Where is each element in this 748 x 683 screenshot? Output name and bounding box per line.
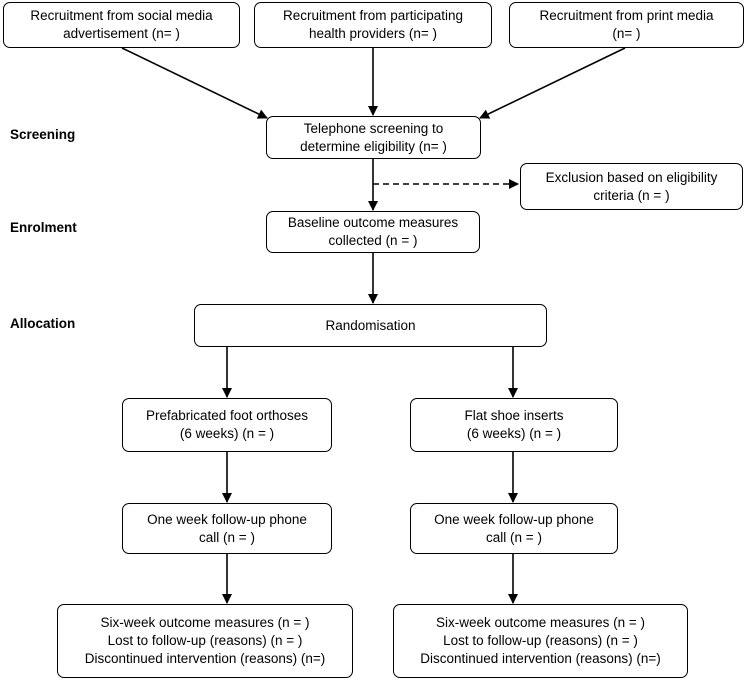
- box-line: (6 weeks) (n = ): [179, 426, 275, 441]
- box-line: call (n = ): [486, 529, 542, 545]
- box-line: Six-week outcome measures (n = ): [436, 615, 645, 630]
- box-line: (6 weeks) (n = ): [466, 426, 562, 441]
- right-arm-intervention-box: Flat shoe inserts (6 weeks) (n = ): [410, 398, 618, 452]
- box-line: One week follow-up phone: [434, 511, 594, 527]
- exclusion-box: Exclusion based on eligibility criteria …: [520, 163, 743, 210]
- left-arm-outcomes-box: Six-week outcome measures (n = ) Lost to…: [57, 604, 353, 678]
- arrow-social-to-screening: [121, 47, 268, 119]
- box-line: (n= ): [612, 26, 641, 41]
- box-line: Discontinued intervention (reasons) (n=): [84, 651, 326, 666]
- left-arm-followup-box: One week follow-up phone call (n = ): [122, 503, 332, 554]
- box-line: Prefabricated foot orthoses: [145, 408, 309, 423]
- box-line: Discontinued intervention (reasons) (n=): [420, 651, 661, 666]
- box-line: Recruitment from participating: [282, 8, 464, 23]
- right-arm-outcomes-box: Six-week outcome measures (n = ) Lost to…: [393, 604, 688, 678]
- box-line: advertisement (n= ): [63, 26, 180, 41]
- box-line: criteria (n = ): [593, 187, 670, 203]
- telephone-screening-box: Telephone screening to determine eligibi…: [266, 116, 481, 159]
- box-line: Recruitment from social media: [30, 8, 213, 23]
- recruitment-print-media-box: Recruitment from print media (n= ): [509, 2, 744, 48]
- stage-label-screening: Screening: [10, 127, 76, 142]
- box-line: health providers (n= ): [309, 26, 437, 41]
- box-line: One week follow-up phone: [147, 511, 307, 527]
- box-line: Telephone screening to: [303, 120, 444, 136]
- stage-label-enrolment: Enrolment: [10, 220, 77, 235]
- left-arm-intervention-box: Prefabricated foot orthoses (6 weeks) (n…: [122, 398, 332, 452]
- randomisation-box: Randomisation: [194, 304, 547, 347]
- box-line: determine eligibility (n= ): [300, 138, 447, 154]
- box-line: Flat shoe inserts: [464, 408, 564, 423]
- right-arm-followup-box: One week follow-up phone call (n = ): [410, 503, 618, 554]
- recruitment-social-media-box: Recruitment from social media advertisem…: [3, 2, 240, 48]
- baseline-measures-box: Baseline outcome measures collected (n =…: [266, 211, 480, 253]
- box-line: collected (n = ): [328, 233, 418, 248]
- box-line: Six-week outcome measures (n = ): [100, 615, 310, 630]
- box-line: Lost to follow-up (reasons) (n = ): [443, 633, 638, 648]
- box-line: call (n = ): [199, 529, 255, 545]
- stage-label-allocation: Allocation: [10, 316, 76, 331]
- box-line: Lost to follow-up (reasons) (n = ): [107, 633, 303, 648]
- arrow-print-to-screening: [479, 47, 626, 119]
- box-line: Baseline outcome measures: [287, 215, 459, 230]
- box-line: Recruitment from print media: [539, 8, 714, 23]
- box-line: Exclusion based on eligibility: [545, 169, 718, 185]
- box-line: Randomisation: [325, 317, 416, 333]
- recruitment-health-providers-box: Recruitment from participating health pr…: [254, 2, 492, 48]
